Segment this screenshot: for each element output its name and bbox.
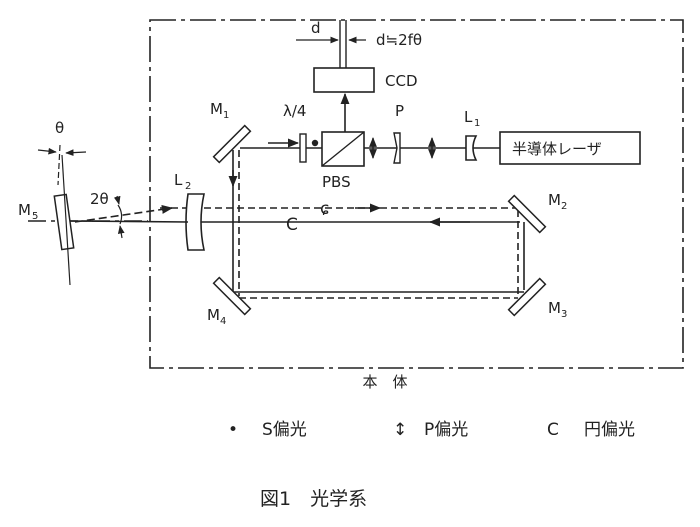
svg-text:2: 2 xyxy=(561,201,567,212)
quarter-wave-label: λ/4 xyxy=(283,102,306,120)
m2-mirror xyxy=(507,194,547,234)
l1-lens xyxy=(465,135,478,161)
m1-mirror xyxy=(212,124,252,164)
quarter-wave-plate xyxy=(299,133,307,163)
ccd-box xyxy=(313,67,375,93)
legend-s-label: S偏光 xyxy=(262,420,307,440)
c-pol-mark: C xyxy=(286,215,298,235)
ccd-label: CCD xyxy=(385,72,418,90)
m4-mirror xyxy=(212,276,252,316)
c-pol-mark: ɕ xyxy=(320,199,329,219)
m4-label: M xyxy=(207,306,220,324)
p-label: P xyxy=(395,102,404,120)
s-pol-dot xyxy=(311,139,319,147)
legend-s-symbol: • xyxy=(228,420,238,440)
pbs-cube xyxy=(321,131,365,167)
legend-c-symbol: C xyxy=(547,420,559,440)
m2-label: M xyxy=(548,191,561,209)
d-label: d xyxy=(311,19,321,37)
l2-lens xyxy=(185,193,205,251)
svg-text:1: 1 xyxy=(474,118,480,129)
m3-label: M xyxy=(548,299,561,317)
m5-mirror xyxy=(53,193,75,251)
p-polarizer xyxy=(393,132,401,164)
figure-caption: 図1 光学系 xyxy=(260,488,367,510)
two-theta-label: 2θ xyxy=(90,190,109,208)
legend-c-label: 円偏光 xyxy=(584,420,635,440)
legend-p-symbol: ↕ xyxy=(393,420,407,440)
body-label: 本 体 xyxy=(362,373,407,391)
svg-text:1: 1 xyxy=(223,110,229,121)
m5-label: M xyxy=(18,201,31,219)
m3-mirror xyxy=(507,277,547,317)
d-formula: d≒2fθ xyxy=(376,31,422,49)
svg-text:2: 2 xyxy=(185,181,191,192)
svg-text:4: 4 xyxy=(220,316,226,327)
pbs-label: PBS xyxy=(322,173,351,191)
m1-label: M xyxy=(210,100,223,118)
svg-text:5: 5 xyxy=(32,211,38,222)
theta-label: θ xyxy=(55,119,64,137)
l1-label: L xyxy=(464,108,473,126)
l2-label: L xyxy=(174,171,183,189)
legend-p-label: P偏光 xyxy=(424,420,468,440)
svg-text:3: 3 xyxy=(561,309,567,320)
laser-label: 半導体レーザ xyxy=(512,140,602,158)
